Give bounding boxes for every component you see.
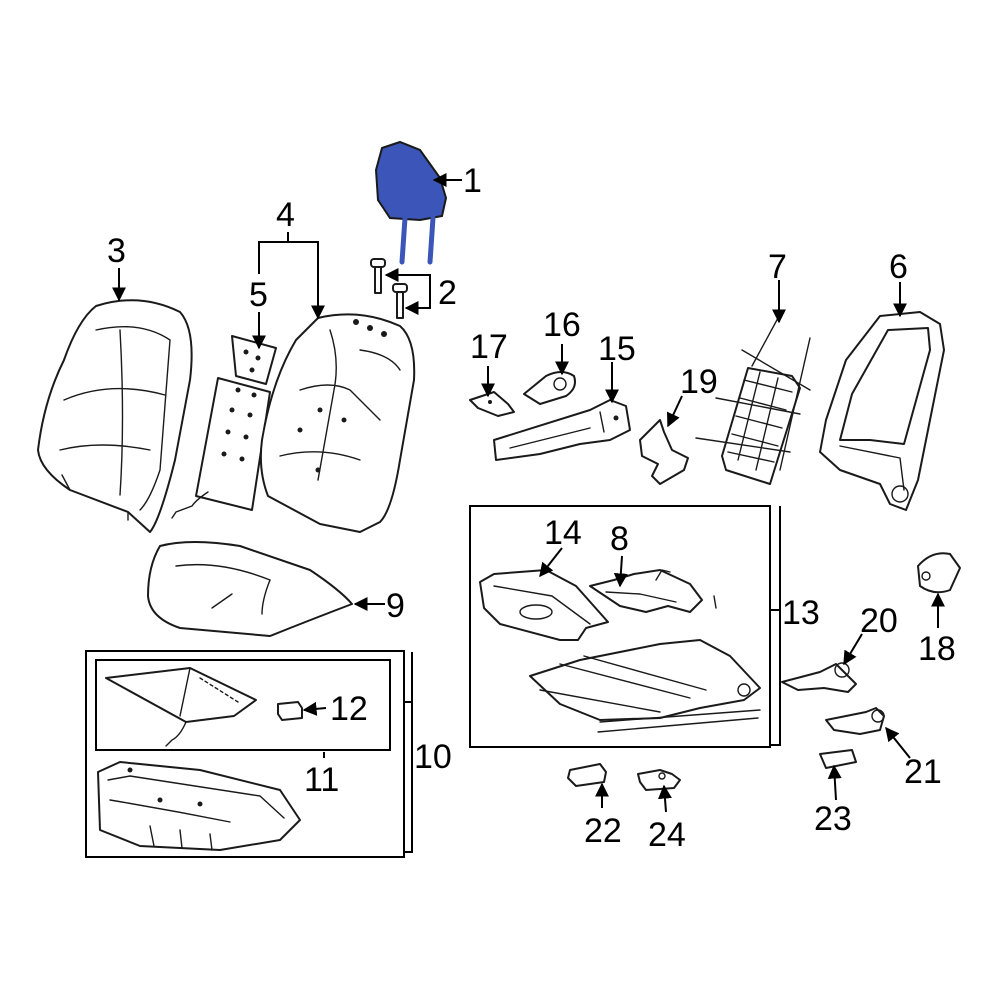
pan-8-part[interactable]: [589, 569, 717, 613]
heater-connector-part[interactable]: [277, 701, 303, 721]
seat-adjuster-13-part[interactable]: [529, 639, 761, 733]
callout-4: 4: [276, 196, 295, 234]
bracket-21-part[interactable]: [825, 707, 885, 735]
seatback-cover-part[interactable]: [37, 299, 193, 533]
callout-14: 14: [544, 514, 582, 552]
callout-3: 3: [107, 232, 126, 270]
callout-18: 18: [918, 630, 956, 668]
callout-19: 19: [680, 363, 718, 401]
seat-pan-14-part[interactable]: [479, 569, 609, 641]
callout-8: 8: [610, 520, 629, 558]
cushion-assembly-box: [85, 650, 405, 858]
knob-18-part[interactable]: [917, 552, 961, 594]
seatback-frame-6-part[interactable]: [819, 311, 945, 511]
seat-cushion-pad-part[interactable]: [147, 541, 353, 637]
callout-10: 10: [414, 738, 452, 776]
callout-6: 6: [889, 248, 908, 286]
callout-1: 1: [463, 162, 482, 200]
callout-23: 23: [814, 800, 852, 838]
cushion-frame-part[interactable]: [97, 761, 301, 851]
leader-lines: [112, 173, 945, 853]
adjuster-assembly-box: [469, 505, 771, 748]
callout-15: 15: [598, 330, 636, 368]
seatback-heater-part[interactable]: [171, 335, 277, 519]
callout-numbers: 1 2 3 4 5 6 7 8 9 10 11 12 13 14 15 16 1…: [107, 162, 956, 854]
callout-12: 12: [330, 690, 368, 728]
callout-13: 13: [782, 594, 820, 632]
callout-24: 24: [648, 816, 686, 854]
callout-7: 7: [768, 248, 787, 286]
callout-21: 21: [904, 753, 942, 791]
callout-2: 2: [438, 274, 457, 312]
seatback-pad-part[interactable]: [259, 313, 416, 533]
cushion-heater-part[interactable]: [105, 667, 257, 747]
cushion-heater-box: [95, 659, 391, 751]
clip-22-part[interactable]: [567, 763, 607, 787]
spring-mat-7-part[interactable]: [695, 317, 811, 485]
bracket-17-part[interactable]: [469, 391, 515, 417]
bracket-20-part[interactable]: [781, 662, 857, 693]
callout-11: 11: [304, 761, 339, 799]
callout-20: 20: [860, 602, 898, 640]
callout-17: 17: [470, 328, 508, 366]
pad-holes: [297, 319, 387, 473]
callout-22: 22: [584, 812, 622, 850]
headrest-part[interactable]: [374, 140, 448, 265]
callout-16: 16: [543, 306, 581, 344]
side-shield-15-part[interactable]: [493, 399, 631, 461]
headrest-guide-part[interactable]: [370, 258, 408, 319]
callout-9: 9: [386, 587, 405, 625]
clip-23-part[interactable]: [819, 749, 857, 769]
bracket-19-part[interactable]: [639, 419, 689, 485]
heater-holes: [221, 349, 261, 462]
callout-5: 5: [249, 276, 268, 314]
cover-16-part[interactable]: [523, 371, 576, 405]
clip-24-part[interactable]: [637, 769, 681, 791]
